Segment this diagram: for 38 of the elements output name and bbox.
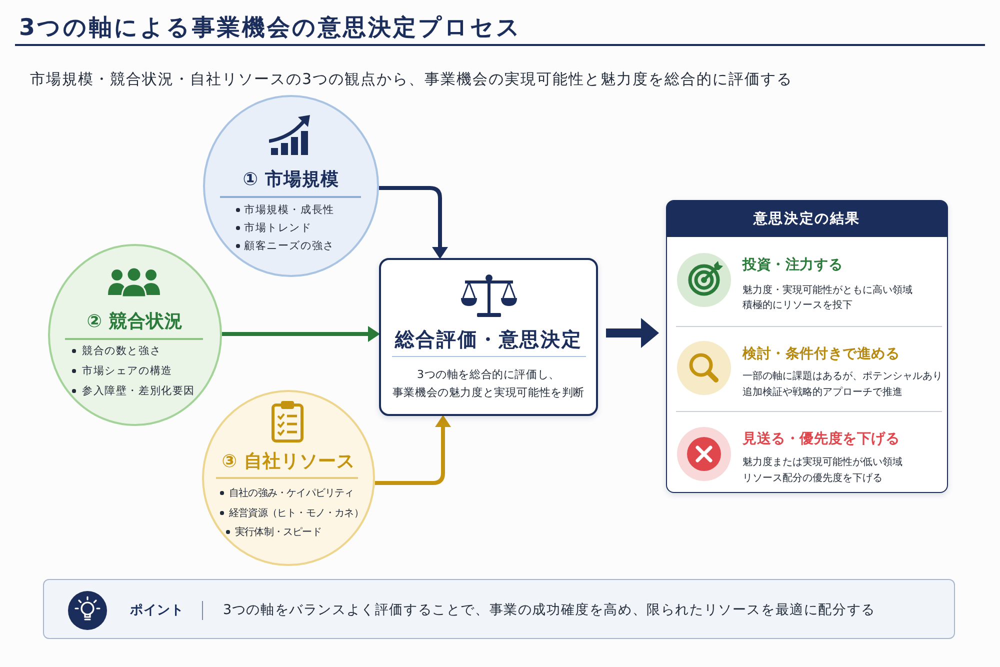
list-item: 顧客ニーズの強さ <box>244 239 334 253</box>
circle-node <box>48 244 222 426</box>
description-line: リソース配分の優先度を下げる <box>742 472 882 484</box>
description-line: 追加検証や戦略的アプローチで推進 <box>742 386 902 398</box>
arrow <box>606 318 659 348</box>
list-item: 参入障壁・差別化要因 <box>82 384 195 398</box>
list-item: 経営資源（ヒト・モノ・カネ） <box>229 506 364 520</box>
heading: ③ 自社リソース <box>222 450 356 472</box>
arrow <box>222 326 380 342</box>
point-label: ポイント <box>130 602 184 618</box>
subtitle: 市場規模・競合状況・自社リソースの3つの観点から、事業機会の実現可能性と魅力度を総合的に評価する <box>30 69 793 89</box>
description-line: 一部の軸に課題はあるが、ポテンシャルあり <box>742 370 942 382</box>
option-heading: 投資・注力する <box>742 256 843 274</box>
list-item: 市場トレンド <box>244 221 312 235</box>
option-heading: 検討・条件付きで進める <box>742 345 900 363</box>
panel-header: 意思決定の結果 <box>667 201 947 237</box>
circle-node <box>203 95 379 277</box>
heading: ① 市場規模 <box>242 168 340 190</box>
heading: 総合評価・意思決定 <box>394 326 582 352</box>
note-box <box>43 579 955 639</box>
list-item: 競合の数と強さ <box>82 344 162 358</box>
option-heading: 見送る・優先度を下げる <box>742 430 900 448</box>
list-item: 実行体制・スピード <box>235 526 322 538</box>
process-box <box>379 258 598 416</box>
title: 3つの軸による事業機会の意思決定プロセス <box>19 14 522 43</box>
list-item: 自社の強み・ケイパビリティ <box>229 486 354 500</box>
arrow <box>378 186 448 259</box>
list-item: 市場規模・成長性 <box>244 203 334 217</box>
description-line: 積極的にリソースを投下 <box>742 299 852 312</box>
point-text: 3つの軸をバランスよく評価することで、事業の成功確度を高め、限られたリソースを最適に配分する <box>223 601 876 619</box>
heading: ② 競合状況 <box>86 310 184 332</box>
circle-node <box>202 390 375 566</box>
description-line: 魅力度または実現可能性が低い領域 <box>742 456 902 468</box>
result-panel <box>666 200 948 493</box>
list-item: 市場シェアの構造 <box>82 364 172 378</box>
body-text: 3つの軸を総合的に評価し、事業機会の魅力度と実現可能性を判断 <box>392 367 585 400</box>
arrow <box>374 415 451 485</box>
description-line: 魅力度・実現可能性がともに高い領域 <box>742 284 912 296</box>
